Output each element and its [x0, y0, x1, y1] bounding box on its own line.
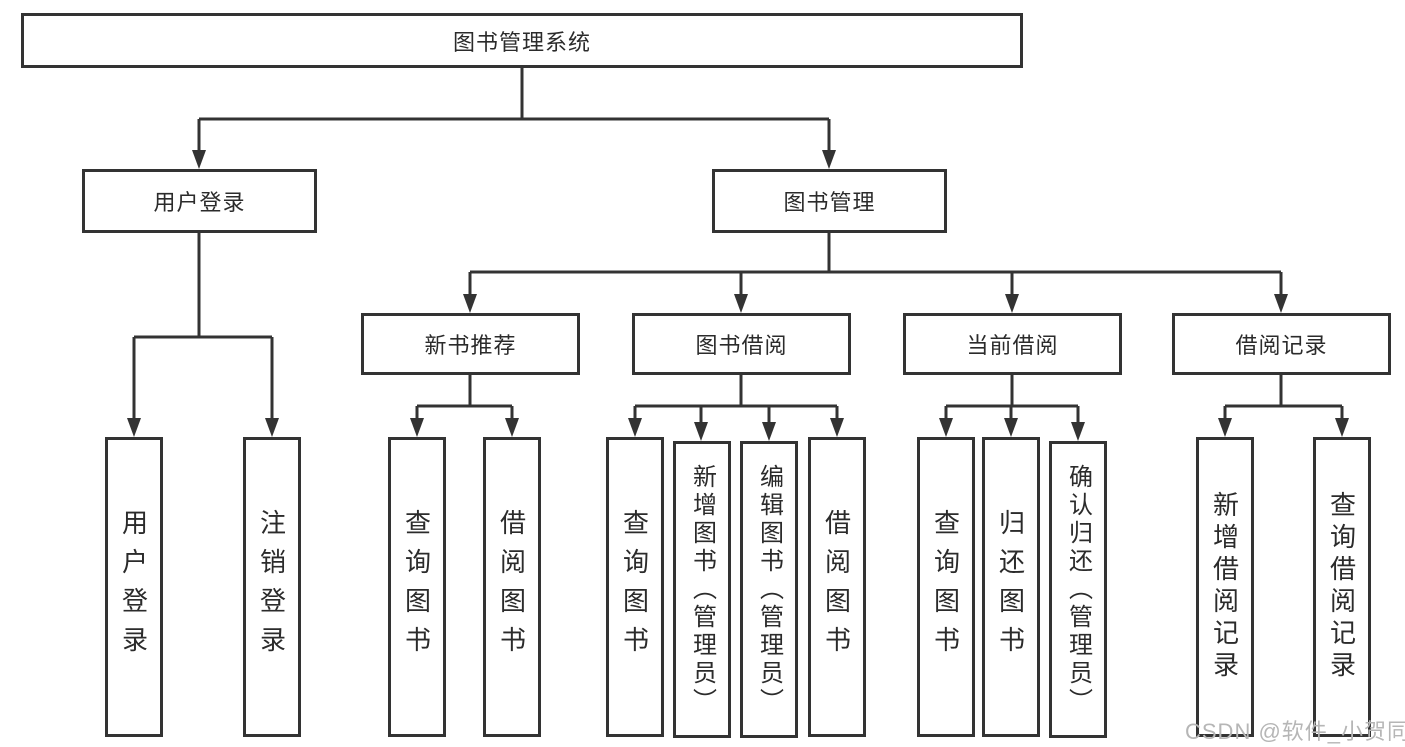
- node-borrowing-records: 借阅记录: [1172, 313, 1391, 375]
- node-label: 新增图书（管理员）: [688, 463, 716, 716]
- node-query-book-borrowing: 查询图书: [606, 437, 664, 737]
- node-book-management: 图书管理: [712, 169, 947, 233]
- node-user-login-group: 用户登录: [82, 169, 317, 233]
- node-add-borrow-record: 新增借阅记录: [1196, 437, 1254, 737]
- node-label: 借阅图书: [821, 509, 852, 665]
- node-query-book-current: 查询图书: [917, 437, 975, 737]
- node-label: 归还图书: [995, 509, 1026, 665]
- node-borrow-book-recommend: 借阅图书: [483, 437, 541, 737]
- watermark-text: CSDN @软件_小贺同学: [1185, 719, 1405, 744]
- node-label: 查询图书: [930, 509, 961, 665]
- node-label: 确认归还（管理员）: [1064, 463, 1092, 716]
- node-current-borrowing: 当前借阅: [903, 313, 1122, 375]
- node-label: 查询图书: [401, 509, 432, 665]
- node-query-book-recommend: 查询图书: [388, 437, 446, 737]
- node-label: 查询借阅记录: [1326, 491, 1357, 683]
- node-label: 用户登录: [118, 509, 149, 665]
- node-label: 图书管理: [783, 190, 876, 215]
- node-label: 查询图书: [619, 509, 650, 665]
- node-book-borrowing: 图书借阅: [632, 313, 851, 375]
- node-return-book: 归还图书: [982, 437, 1040, 737]
- node-label: 图书借阅: [695, 333, 788, 358]
- node-confirm-return-admin: 确认归还（管理员）: [1049, 441, 1107, 738]
- node-edit-book-admin: 编辑图书（管理员）: [740, 441, 798, 738]
- node-label: 借阅图书: [496, 509, 527, 665]
- node-label: 图书管理系统: [452, 29, 591, 55]
- node-library-management-system: 图书管理系统: [21, 13, 1023, 68]
- node-user-login: 用户登录: [105, 437, 163, 737]
- node-label: 当前借阅: [966, 333, 1059, 358]
- node-add-book-admin: 新增图书（管理员）: [673, 441, 731, 738]
- node-label: 新增借阅记录: [1209, 491, 1240, 683]
- node-label: 注销登录: [256, 509, 287, 665]
- node-borrow-book: 借阅图书: [808, 437, 866, 737]
- node-label: 编辑图书（管理员）: [755, 463, 783, 716]
- node-logout-login: 注销登录: [243, 437, 301, 737]
- node-label: 用户登录: [153, 190, 246, 215]
- node-new-book-recommendation: 新书推荐: [361, 313, 580, 375]
- node-query-borrow-record: 查询借阅记录: [1313, 437, 1371, 737]
- node-label: 新书推荐: [424, 333, 517, 358]
- node-label: 借阅记录: [1235, 333, 1328, 358]
